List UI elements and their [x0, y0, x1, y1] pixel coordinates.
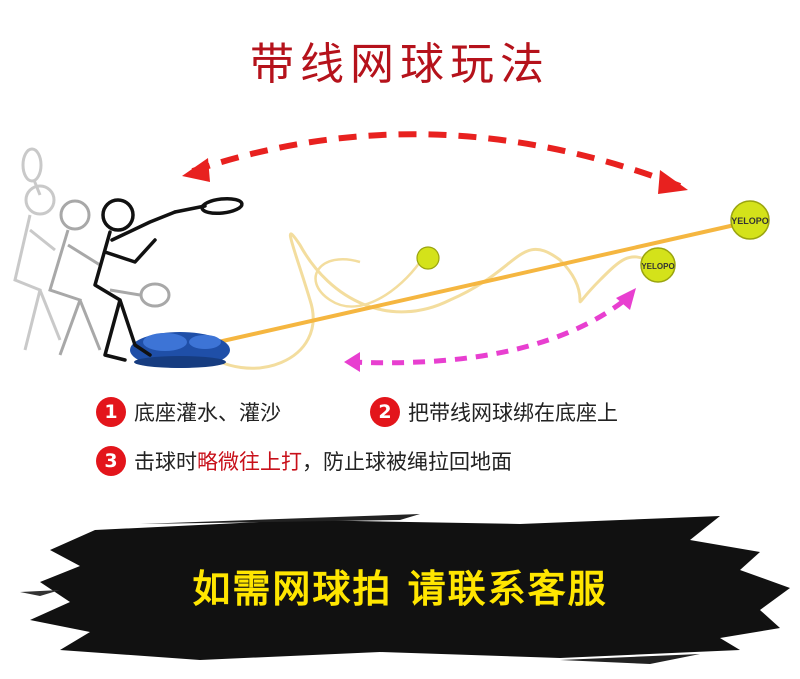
tennis-ball-icon: YELOPO [640, 247, 676, 283]
arrow-top-head-left [182, 158, 210, 182]
arrow-bottom-head-up [616, 288, 636, 310]
step-2: 2 把带线网球绑在底座上 [370, 397, 618, 427]
tennis-ball-icon [416, 246, 440, 270]
tennis-ball-icon: YELOPO [730, 200, 770, 240]
step-text-before: 击球时 [134, 450, 197, 474]
rope-loose [199, 232, 651, 370]
rope-taut [204, 220, 749, 347]
player-ghost-figure [13, 147, 62, 351]
player-ghost-figure [48, 199, 171, 356]
rope-loose-2 [314, 258, 422, 308]
brush-stroke-banner [20, 514, 790, 664]
contact-banner-text: 如需网球拍 请联系客服 [192, 567, 608, 611]
arrow-bottom-path [349, 294, 632, 366]
step-text-highlight: 略微往上打 [197, 450, 302, 474]
step-3: 3 击球时略微往上打，防止球被绳拉回地面 [96, 446, 512, 476]
page-title: 带线网球玩法 [250, 39, 550, 90]
arrow-top-path [189, 131, 682, 189]
arrow-bottom-head-left [344, 352, 360, 372]
step-number-badge: 1 [96, 397, 126, 427]
step-1: 1 底座灌水、灌沙 [96, 397, 281, 427]
tennis-trainer-illustration: YELOPO YELOPO [13, 131, 770, 372]
arrow-top-head-right [658, 170, 688, 194]
svg-text:YELOPO: YELOPO [641, 262, 674, 271]
training-base-icon [130, 332, 230, 368]
step-text-after: ，防止球被绳拉回地面 [302, 450, 512, 474]
step-text: 把带线网球绑在底座上 [408, 401, 618, 425]
player-figure [93, 196, 244, 362]
svg-text:YELOPO: YELOPO [731, 216, 769, 226]
step-text: 底座灌水、灌沙 [134, 401, 281, 425]
step-number-badge: 3 [96, 446, 126, 476]
step-number-badge: 2 [370, 397, 400, 427]
